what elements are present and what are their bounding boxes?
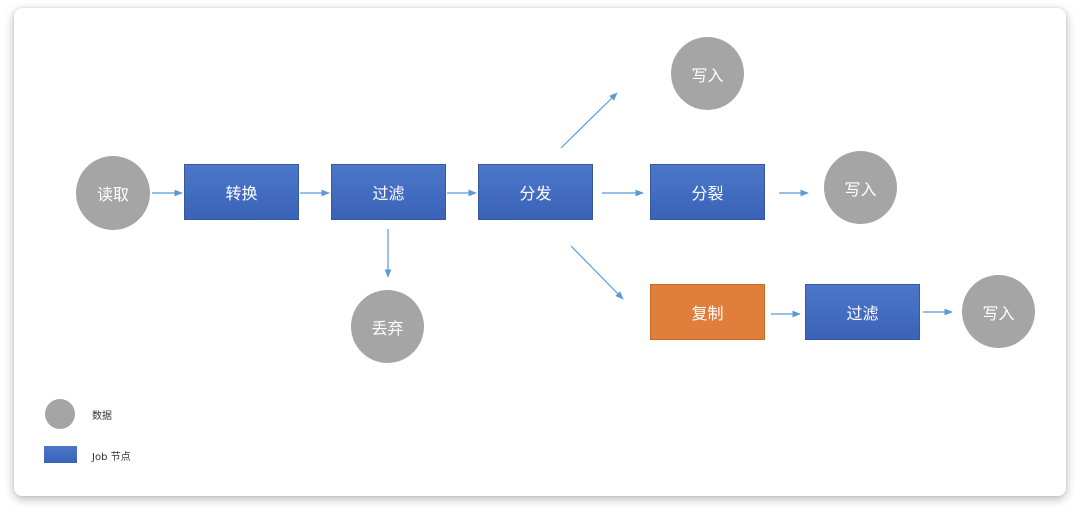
node-copy: 复制	[650, 284, 765, 340]
diagram-card	[14, 8, 1066, 496]
node-filter-2: 过滤	[805, 284, 920, 340]
legend-data-swatch	[45, 399, 75, 429]
node-write-bottom: 写入	[962, 275, 1035, 348]
node-write-top: 写入	[671, 37, 744, 110]
node-read: 读取	[76, 156, 150, 230]
node-distribute: 分发	[478, 164, 593, 220]
legend-data-label: 数据	[92, 411, 112, 422]
node-filter: 过滤	[331, 164, 446, 220]
legend-job-swatch	[44, 446, 77, 463]
node-discard: 丢弃	[351, 290, 424, 363]
node-split: 分裂	[650, 164, 765, 220]
node-transform: 转换	[184, 164, 299, 220]
legend-job-label: Job 节点	[92, 452, 131, 463]
node-write-mid: 写入	[824, 151, 897, 224]
